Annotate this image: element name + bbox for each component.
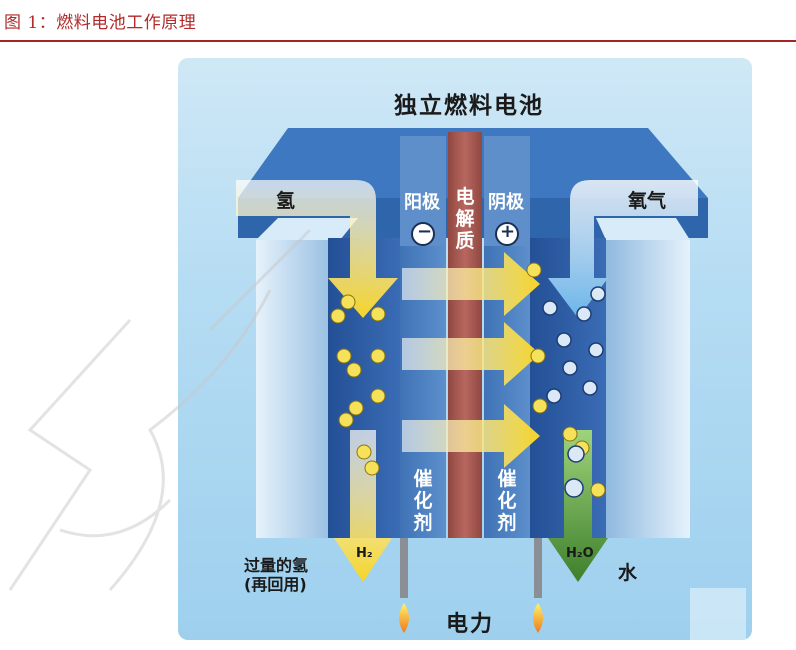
proton-flow-arrow-3: [402, 404, 540, 468]
excess-hydrogen-line1: 过量的氢: [244, 556, 309, 575]
proton-flow-arrow-1: [402, 252, 540, 316]
electrolyte-label: 电解质: [455, 186, 475, 252]
cathode-sign: +: [500, 221, 516, 242]
hydrogen-inlet-label: 氢: [276, 190, 296, 212]
h2-label: H₂: [356, 546, 373, 561]
water-label: 水: [618, 562, 638, 584]
anode-hydrogen-atoms: [330, 262, 606, 498]
anode-negative-terminal-icon: [411, 222, 435, 246]
electrolyte-membrane: [448, 132, 482, 538]
cathode-catalyst-label: 催化剂: [497, 468, 517, 534]
diagram-title: 独立燃料电池: [394, 93, 544, 119]
excess-hydrogen-arrow: [334, 430, 392, 582]
caption-divider: [0, 40, 796, 42]
anode-sign: −: [417, 221, 433, 242]
right-end-plate-top: [596, 218, 690, 240]
fuel-cell-diagram: 独立燃料电池 氢 氧气 阳极 阴极 电解质 − + 催化剂 催化剂 过量的氢 (…: [178, 58, 752, 640]
anode-power-flame-icon: [399, 603, 409, 633]
cathode-label: 阴极: [488, 192, 524, 213]
h2o-label: H₂O: [566, 546, 594, 561]
cathode-positive-terminal-icon: [495, 222, 519, 246]
water-outlet-arrow: [548, 430, 608, 582]
oxygen-inlet-label: 氧气: [628, 190, 667, 212]
fuel-cell-illustration: [236, 128, 746, 640]
proton-flow-arrow-2: [402, 322, 540, 386]
cathode-power-flame-icon: [533, 603, 543, 633]
cathode-oxygen-atoms: [542, 286, 606, 498]
anode-catalyst-label: 催化剂: [413, 468, 433, 534]
anode-wire: [400, 538, 408, 598]
figure-caption: 图 1：燃料电池工作原理: [4, 13, 197, 33]
anode-label: 阳极: [404, 192, 440, 213]
hydrogen-inlet-arrow: [236, 180, 398, 318]
oxygen-inlet-arrow: [548, 180, 698, 318]
left-end-plate: [256, 240, 340, 538]
excess-hydrogen-label: 过量的氢 (再回用): [244, 556, 308, 594]
right-end-plate: [606, 240, 690, 538]
power-label: 电力: [446, 612, 495, 637]
cathode-wire: [534, 538, 542, 598]
excess-hydrogen-line2: (再回用): [244, 575, 307, 594]
